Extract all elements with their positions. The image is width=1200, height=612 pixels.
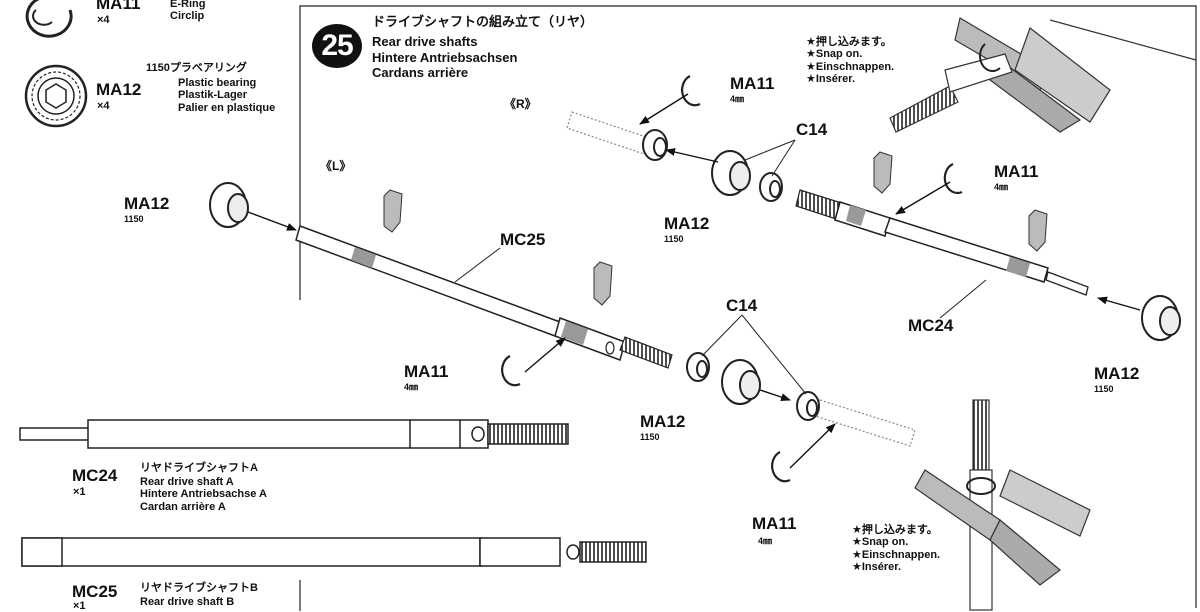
callout-c14-bottom: C14	[726, 296, 758, 315]
eclip-icons	[501, 75, 963, 483]
callout-ma11-right-code: MA11	[994, 162, 1039, 181]
mc24-part-drawing	[19, 419, 569, 449]
snap-note-bottom: ★押し込みます。 ★Snap on. ★Einschnappen. ★Insér…	[852, 524, 941, 573]
callout-ma12-mid-sub: 1150	[640, 432, 660, 442]
callout-ma12-mid-code: MA12	[640, 412, 686, 431]
legend-ma12-jp: 1150プラベアリング	[146, 62, 247, 74]
callout-ma11-bottom-code: MA11	[752, 514, 797, 533]
step-title-jp: ドライブシャフトの組み立て（リヤ）	[372, 14, 594, 29]
step-frame	[299, 5, 1197, 608]
pliers-detail-top	[889, 17, 1197, 133]
legend-ma11-lines: E-Ring Circlip	[170, 0, 206, 23]
callout-ma11-top-sub: 4㎜	[730, 94, 745, 104]
parts-mc25-code: MC25	[72, 582, 118, 601]
callout-ma11-top-code: MA11	[730, 74, 775, 93]
callout-ma12-right-sub: 1150	[1094, 384, 1114, 394]
parts-mc25-jp: リヤドライブシャフトB	[140, 582, 258, 594]
parts-mc24-qty: ×1	[73, 486, 86, 498]
parts-mc25-qty: ×1	[73, 600, 86, 612]
callout-ma11-bottom-sub: 4㎜	[758, 536, 773, 546]
callout-ma12-left-code: MA12	[124, 194, 170, 213]
bearing-icons	[209, 150, 1181, 405]
pliers-detail-bottom	[914, 399, 1091, 611]
legend-ma12-code: MA12	[96, 80, 142, 99]
callout-ma12-top-sub: 1150	[664, 234, 684, 244]
grease-tube-icons	[383, 151, 1048, 306]
mc25-part-drawing	[21, 537, 647, 567]
mc25-shaft-diagram	[295, 225, 673, 369]
ghost-shaft-bottom	[814, 399, 916, 447]
callout-ma11-right-sub: 4㎜	[994, 182, 1009, 192]
callout-ma12-left-sub: 1150	[124, 214, 144, 224]
callout-c14-top: C14	[796, 120, 828, 139]
parts-mc25-line: Rear drive shaft B	[140, 596, 235, 608]
callout-mc25: MC25	[500, 230, 546, 249]
mc24-shaft-diagram	[795, 189, 1089, 296]
ma11-eclip-legend-icon	[25, 0, 73, 38]
assembly-arrows	[247, 93, 1141, 469]
parts-mc24-lines: Rear drive shaft A Hintere Antriebsachse…	[140, 476, 267, 513]
parts-mc24-jp: リヤドライブシャフトA	[140, 462, 258, 474]
legend-ma11-code: MA11	[96, 0, 141, 13]
step-number-badge: 25	[312, 24, 362, 68]
side-label-left: 《L》	[320, 159, 352, 173]
snap-note-top: ★押し込みます。 ★Snap on. ★Einschnappen. ★Insér…	[806, 36, 895, 85]
leader-lines	[454, 139, 987, 395]
legend-ma12-lines: Plastic bearing Plastik-Lager Palier en …	[178, 77, 276, 114]
callout-ma12-right-code: MA12	[1094, 364, 1140, 383]
callout-ma12-top-code: MA12	[664, 214, 710, 233]
callout-mc24: MC24	[908, 316, 954, 335]
callout-ma11-mid-code: MA11	[404, 362, 449, 381]
parts-mc24-code: MC24	[72, 466, 118, 485]
callout-ma11-mid-sub: 4㎜	[404, 382, 419, 392]
side-label-right: 《R》	[504, 97, 537, 111]
ghost-shaft-top	[566, 111, 656, 157]
ma12-bearing-legend-icon	[24, 64, 88, 128]
step-titles: Rear drive shafts Hintere Antriebsachsen…	[372, 34, 518, 81]
legend-ma12-qty: ×4	[97, 100, 110, 112]
legend-ma11-qty: ×4	[97, 14, 110, 26]
spacer-icons	[642, 129, 820, 421]
